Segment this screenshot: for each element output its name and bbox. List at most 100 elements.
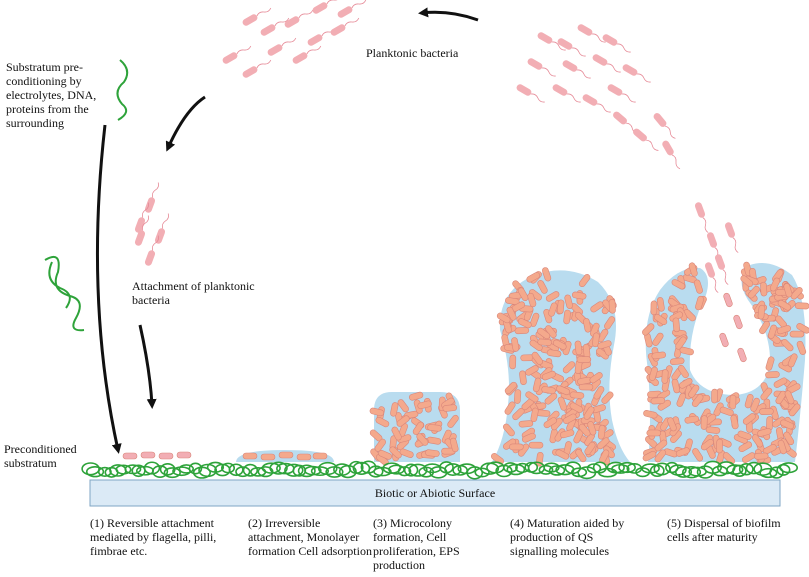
biofilm-cell bbox=[767, 324, 777, 339]
planktonic-bacterium bbox=[557, 38, 586, 57]
stage-4-label: (4) Maturation aided by production of QS… bbox=[510, 516, 625, 558]
conditioning-loop bbox=[151, 465, 169, 478]
conditioning-loop bbox=[548, 465, 566, 476]
preconditioning-label: Substratum pre-conditioning by electroly… bbox=[6, 60, 97, 130]
biofilm-cell bbox=[590, 322, 600, 337]
escaping-bacterium bbox=[737, 347, 747, 363]
biofilm-cell bbox=[543, 417, 557, 429]
planktonic-bacterium bbox=[516, 84, 545, 103]
conditioning-loop bbox=[261, 462, 281, 474]
stage-2-label: (2) Irreversible attachment, Monolayer f… bbox=[248, 516, 372, 558]
biofilm-cell bbox=[541, 370, 556, 381]
conditioning-loop bbox=[674, 465, 693, 478]
conditioning-loop bbox=[368, 465, 384, 478]
conditioning-loop bbox=[188, 462, 203, 475]
biofilm-cell bbox=[769, 277, 781, 292]
conditioning-loop bbox=[759, 467, 778, 479]
conditioning-loop bbox=[543, 462, 560, 473]
biofilm-cell bbox=[765, 356, 775, 371]
biofilm-cell bbox=[408, 391, 424, 401]
biofilm-cell bbox=[545, 291, 560, 302]
biofilm-cell bbox=[412, 421, 424, 435]
biofilm-cell bbox=[531, 351, 543, 365]
biofilm-cell bbox=[447, 414, 459, 428]
biofilm-cell bbox=[578, 383, 594, 391]
biofilm-cell bbox=[790, 287, 803, 300]
biofilm-cell bbox=[722, 452, 736, 465]
arrow-conditioning-down bbox=[95, 124, 122, 454]
conditioning-loop bbox=[397, 466, 412, 477]
biofilm-cell bbox=[537, 280, 548, 294]
biofilm-cell bbox=[675, 336, 687, 350]
biofilm-cell bbox=[496, 312, 511, 324]
biofilm-cell bbox=[777, 299, 792, 311]
escaping-bacterium bbox=[719, 332, 729, 348]
planktonic-bacterium bbox=[292, 45, 322, 64]
biofilm-cell bbox=[784, 390, 795, 405]
planktonic-bacterium bbox=[537, 32, 566, 51]
conditioning-loop bbox=[769, 466, 784, 479]
biofilm-cell bbox=[296, 453, 312, 461]
biofilm-cell bbox=[787, 353, 798, 368]
conditioning-film bbox=[81, 460, 799, 480]
biofilm-cell bbox=[653, 314, 668, 326]
conditioning-loop bbox=[242, 463, 259, 477]
planktonic-bacterium bbox=[653, 113, 676, 139]
planktonic-bacterium bbox=[607, 84, 636, 103]
bacterium bbox=[158, 452, 174, 460]
stage-5-label: (5) Dispersal of biofilm cells after mat… bbox=[667, 516, 781, 544]
planktonic-bacterium bbox=[602, 34, 631, 53]
biofilm-cell bbox=[775, 390, 787, 405]
conditioning-loop bbox=[592, 461, 607, 474]
conditioning-loop bbox=[745, 461, 763, 475]
bacterium bbox=[176, 451, 192, 459]
biofilm-cell bbox=[542, 267, 552, 282]
attachment-label: Attachment of planktonic bacteria bbox=[132, 279, 255, 307]
biofilm-cell bbox=[509, 354, 517, 370]
biofilm-cell bbox=[503, 423, 515, 437]
conditioning-loop bbox=[269, 461, 288, 475]
biofilm-cell bbox=[796, 340, 807, 355]
biofilm-cell bbox=[757, 428, 772, 437]
conditioning-loop bbox=[284, 463, 304, 477]
biofilm-cell bbox=[648, 366, 658, 381]
biofilm-cell bbox=[656, 297, 665, 312]
planktonic-bacterium bbox=[242, 59, 272, 78]
dna-strand-squiggle bbox=[116, 59, 129, 121]
biofilm-cell bbox=[399, 448, 414, 458]
biofilm-cell bbox=[776, 325, 792, 335]
protein-squiggle bbox=[44, 256, 85, 332]
biofilm-cell bbox=[650, 397, 666, 405]
planktonic-bacterium bbox=[724, 222, 739, 253]
biofilm-cell bbox=[661, 369, 669, 384]
biofilm-cell bbox=[587, 421, 597, 436]
planktonic-bacterium bbox=[144, 182, 159, 213]
biofilm-cell bbox=[683, 309, 696, 322]
biofilm-cell bbox=[511, 337, 520, 352]
biofilm-cell bbox=[692, 448, 704, 462]
biofilm-cell bbox=[555, 449, 570, 460]
biofilm-cell bbox=[528, 441, 544, 449]
biofilm-cell bbox=[642, 323, 655, 336]
biofilm-cell bbox=[667, 417, 677, 432]
biofilm-cell bbox=[378, 449, 393, 460]
biofilm-cell bbox=[750, 397, 760, 412]
biofilm-cell bbox=[597, 340, 612, 350]
biofilm-cell bbox=[729, 394, 737, 410]
planktonic-bacterium bbox=[704, 262, 719, 293]
biofilm-cell bbox=[544, 392, 558, 405]
arrow-upper-left bbox=[165, 95, 206, 152]
biofilm-cell bbox=[391, 426, 402, 441]
biofilm-cell bbox=[397, 399, 409, 413]
planktonic-bacterium bbox=[260, 17, 290, 36]
surface-label: Biotic or Abiotic Surface bbox=[374, 485, 496, 500]
bacterium bbox=[140, 451, 156, 459]
biofilm-cell bbox=[783, 283, 793, 298]
biofilm-cell bbox=[396, 415, 410, 427]
conditioning-loop bbox=[304, 465, 322, 476]
biofilm-cell bbox=[646, 429, 662, 437]
biofilm-cell bbox=[416, 433, 429, 446]
biofilm-cell bbox=[521, 432, 536, 443]
biofilm-cell bbox=[596, 437, 610, 450]
conditioning-loop bbox=[586, 463, 602, 474]
